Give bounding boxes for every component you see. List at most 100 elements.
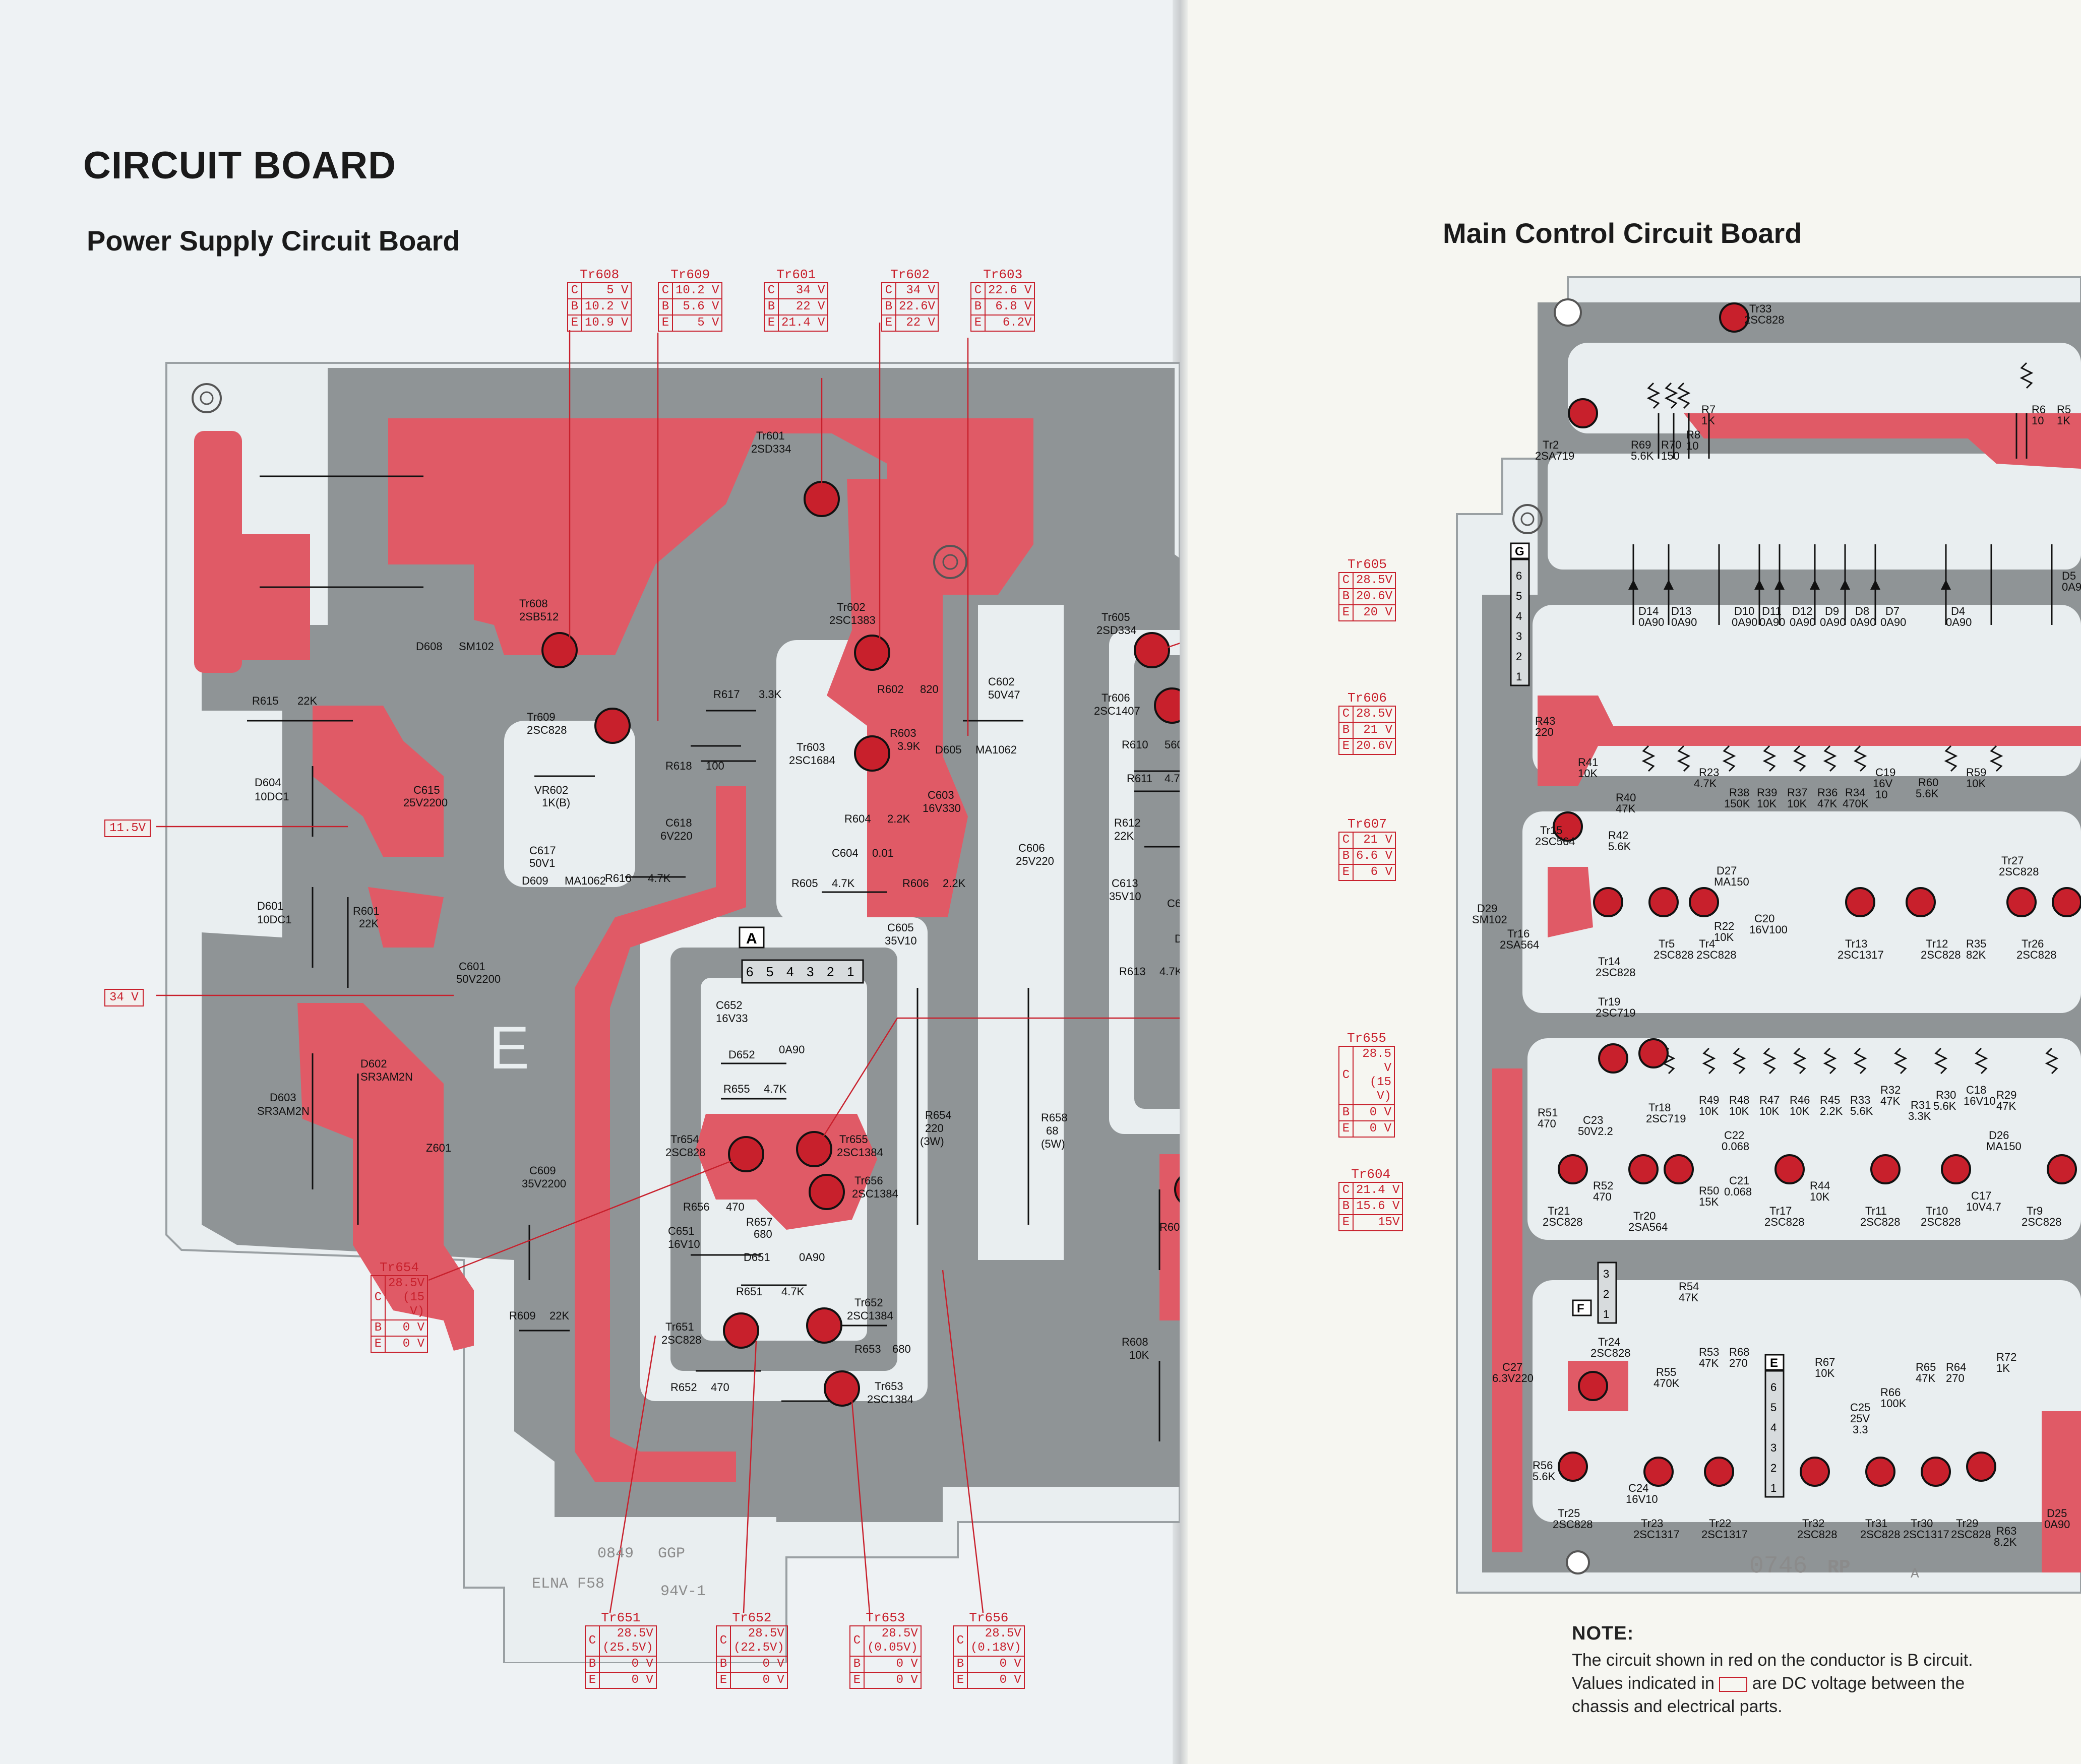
svg-text:50V2200: 50V2200	[456, 973, 501, 985]
svg-text:2SC828: 2SC828	[661, 1334, 702, 1346]
svg-text:R39: R39	[1757, 786, 1777, 799]
svg-text:150: 150	[1661, 450, 1680, 462]
svg-text:Tr12: Tr12	[1926, 937, 1948, 950]
main-mount-hole	[1566, 1550, 1590, 1574]
svg-text:10K: 10K	[1787, 797, 1807, 810]
svg-text:5.6K: 5.6K	[1850, 1105, 1873, 1117]
svg-text:R29: R29	[1996, 1089, 2016, 1101]
svg-text:2SC564: 2SC564	[1535, 835, 1575, 848]
svg-text:Tr15: Tr15	[1540, 824, 1562, 837]
svg-text:0A90: 0A90	[1638, 616, 1664, 628]
tr601-symbol	[804, 481, 840, 517]
svg-text:D25: D25	[2047, 1507, 2067, 1520]
tr655-symbol	[796, 1131, 832, 1167]
svg-text:Tr2: Tr2	[1543, 438, 1559, 451]
page-title: CIRCUIT BOARD	[83, 144, 396, 187]
svg-text:1K(B): 1K(B)	[542, 796, 570, 809]
svg-text:C18: C18	[1966, 1084, 1986, 1096]
svg-text:MA1062: MA1062	[975, 743, 1017, 756]
svg-text:Tr651: Tr651	[665, 1320, 694, 1333]
svg-text:2SC828: 2SC828	[2016, 949, 2057, 961]
svg-text:R652: R652	[670, 1381, 697, 1394]
svg-text:470: 470	[1538, 1117, 1556, 1130]
svg-text:2SC828: 2SC828	[1951, 1528, 1991, 1541]
svg-text:C19: C19	[1875, 766, 1895, 779]
main-mount-hole	[1512, 504, 1543, 534]
svg-text:ELNA F58: ELNA F58	[532, 1576, 604, 1593]
svg-text:Tr4: Tr4	[1699, 937, 1715, 950]
svg-text:Tr652: Tr652	[854, 1296, 883, 1309]
svg-text:SM102: SM102	[1472, 913, 1507, 926]
svg-text:Tr656: Tr656	[854, 1174, 883, 1187]
svg-text:5.6K: 5.6K	[1608, 840, 1631, 853]
svg-text:2SC828: 2SC828	[1921, 949, 1961, 961]
svg-text:2SC828: 2SC828	[1596, 966, 1636, 979]
svg-text:2: 2	[1770, 1462, 1777, 1474]
svg-text:Tr31: Tr31	[1865, 1517, 1887, 1530]
svg-text:47K: 47K	[1699, 1357, 1719, 1369]
svg-text:10DC1: 10DC1	[257, 913, 291, 926]
svg-text:R59: R59	[1966, 766, 1986, 779]
svg-text:470: 470	[711, 1381, 729, 1394]
svg-text:25V: 25V	[1850, 1412, 1870, 1425]
svg-text:10K: 10K	[1714, 931, 1734, 943]
svg-text:10K: 10K	[1810, 1190, 1829, 1203]
svg-text:4.7K: 4.7K	[648, 872, 671, 885]
svg-text:R72: R72	[1996, 1351, 2016, 1363]
main-diodes	[1628, 580, 1951, 590]
svg-text:2.2K: 2.2K	[1820, 1105, 1843, 1117]
svg-text:1K: 1K	[2057, 414, 2070, 427]
svg-text:C613: C613	[1112, 877, 1138, 890]
svg-text:C651: C651	[668, 1225, 695, 1237]
svg-text:25V2200: 25V2200	[403, 796, 448, 809]
svg-text:10: 10	[1875, 788, 1887, 801]
svg-text:Tr602: Tr602	[837, 601, 866, 613]
svg-text:Tr603: Tr603	[797, 741, 825, 753]
tr602-symbol	[854, 635, 890, 671]
svg-text:2SC1384: 2SC1384	[867, 1393, 913, 1406]
svg-text:Tr29: Tr29	[1956, 1517, 1978, 1530]
svg-text:VR602: VR602	[534, 784, 568, 796]
svg-text:2SC1384: 2SC1384	[847, 1309, 893, 1322]
svg-text:470: 470	[726, 1201, 745, 1213]
svg-text:D8: D8	[1855, 605, 1869, 617]
side-voltage-11v5: 11.5V	[104, 820, 151, 837]
svg-text:C22: C22	[1724, 1129, 1744, 1142]
svg-text:0A90: 0A90	[2044, 1518, 2070, 1531]
svg-text:D603: D603	[270, 1091, 296, 1104]
svg-text:100K: 100K	[1880, 1397, 1907, 1410]
note-line-2a: Values indicated in	[1572, 1674, 1715, 1693]
svg-text:Tr24: Tr24	[1598, 1336, 1620, 1348]
component-wires	[247, 475, 1180, 1441]
svg-text:D10: D10	[1734, 605, 1754, 617]
svg-text:2SC828: 2SC828	[1860, 1216, 1901, 1228]
svg-text:10K: 10K	[1729, 1105, 1749, 1117]
svg-text:Tr608: Tr608	[519, 597, 548, 610]
svg-text:680: 680	[754, 1228, 772, 1240]
svg-text:4: 4	[1516, 610, 1522, 622]
tr653-symbol	[824, 1370, 860, 1407]
svg-text:R615: R615	[252, 695, 279, 707]
svg-text:220: 220	[925, 1122, 944, 1135]
tr654-symbol	[728, 1136, 764, 1172]
svg-text:3: 3	[807, 964, 814, 979]
svg-text:E: E	[1770, 1356, 1778, 1370]
svg-text:2SC719: 2SC719	[1646, 1112, 1686, 1125]
svg-text:16V100: 16V100	[1749, 923, 1788, 936]
note-line-2b: are DC voltage between the	[1752, 1674, 1965, 1693]
svg-text:10K: 10K	[1815, 1367, 1834, 1379]
svg-text:SM102: SM102	[459, 640, 494, 653]
svg-text:R608: R608	[1122, 1336, 1148, 1348]
svg-text:R31: R31	[1911, 1099, 1931, 1111]
svg-text:47K: 47K	[1996, 1100, 2016, 1112]
svg-text:C20: C20	[1754, 912, 1774, 925]
svg-text:5.6K: 5.6K	[1916, 787, 1939, 800]
note-line-1: The circuit shown in red on the conducto…	[1572, 1651, 1973, 1670]
svg-text:R41: R41	[1578, 756, 1598, 769]
svg-text:3: 3	[1516, 630, 1522, 643]
svg-text:C606: C606	[1018, 842, 1045, 854]
svg-text:Tr25: Tr25	[1558, 1507, 1580, 1520]
red-trace-top	[388, 418, 1033, 655]
